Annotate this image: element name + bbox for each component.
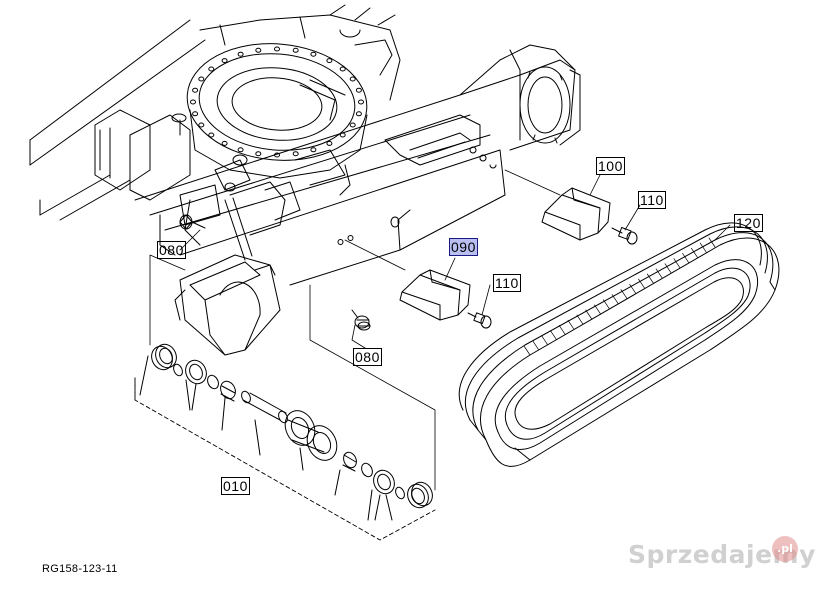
track-lug bbox=[665, 264, 671, 273]
callout-080-upper[interactable]: 080 bbox=[157, 241, 186, 259]
track-lug bbox=[550, 331, 556, 340]
ring-bolt-hole bbox=[256, 152, 261, 156]
track-lugs bbox=[524, 238, 715, 355]
track-lug bbox=[630, 284, 636, 293]
upper-frame bbox=[30, 5, 400, 220]
ring-bolt-hole bbox=[350, 123, 355, 127]
ring-bolt-hole bbox=[356, 112, 361, 116]
track-lug bbox=[639, 279, 645, 288]
part-010-roller-assembly bbox=[140, 341, 436, 520]
ring-bolt-hole bbox=[340, 67, 345, 71]
callout-110-upper[interactable]: 110 bbox=[638, 191, 666, 209]
track-lug bbox=[603, 300, 609, 309]
track-lug bbox=[656, 269, 662, 278]
track-lug bbox=[542, 336, 548, 345]
part-090-shoe bbox=[400, 270, 470, 320]
part-120-rubber-track bbox=[459, 223, 779, 467]
ring-bolt-hole bbox=[193, 88, 198, 92]
ring-bolt-hole bbox=[311, 148, 316, 152]
ring-bolt-hole bbox=[275, 47, 280, 51]
leader-lines bbox=[150, 170, 730, 490]
callout-110-lower[interactable]: 110 bbox=[493, 274, 521, 292]
ring-bolt-hole bbox=[191, 100, 196, 104]
ring-bolt-hole bbox=[356, 88, 361, 92]
ring-bolt-hole bbox=[256, 48, 261, 52]
ring-bolt-hole bbox=[327, 141, 332, 145]
ring-bolt-hole bbox=[311, 52, 316, 56]
figure-code: RG158-123-11 bbox=[42, 563, 118, 575]
slew-ring bbox=[182, 36, 371, 178]
assembly-bracket bbox=[135, 378, 435, 540]
ring-bolt-hole bbox=[193, 112, 198, 116]
track-lug bbox=[533, 341, 539, 350]
track-lug bbox=[612, 295, 618, 304]
roller-shaft bbox=[240, 390, 289, 455]
seal-group-right bbox=[335, 450, 436, 520]
bolt-110-lower bbox=[468, 313, 491, 328]
ring-bolt-hole bbox=[293, 48, 298, 52]
track-lug bbox=[691, 248, 697, 257]
ring-bolt-hole bbox=[222, 141, 227, 145]
callout-100[interactable]: 100 bbox=[596, 157, 625, 175]
ring-bolt-hole bbox=[199, 77, 204, 81]
ring-bolt-hole bbox=[209, 133, 214, 137]
track-lug bbox=[647, 274, 653, 283]
seal-group-left bbox=[140, 341, 238, 430]
ring-bolt-hole bbox=[209, 67, 214, 71]
track-lug bbox=[683, 253, 689, 262]
bolt-080-upper bbox=[180, 215, 205, 229]
ring-bolt-hole bbox=[199, 123, 204, 127]
idler-bracket bbox=[175, 255, 280, 355]
track-lug bbox=[621, 289, 627, 298]
callout-010[interactable]: 010 bbox=[221, 477, 250, 495]
ring-bolt-hole bbox=[238, 148, 243, 152]
bolt-080-lower bbox=[352, 310, 370, 330]
track-lug bbox=[700, 243, 706, 252]
track-frame bbox=[135, 45, 580, 285]
ring-bolt-hole bbox=[293, 152, 298, 156]
track-lug bbox=[586, 310, 592, 319]
roller-wheel bbox=[280, 406, 343, 470]
track-lug bbox=[559, 325, 565, 334]
watermark-badge: .pl bbox=[772, 536, 798, 562]
ring-bolt-hole bbox=[222, 59, 227, 63]
callout-120[interactable]: 120 bbox=[734, 214, 763, 232]
track-lug bbox=[709, 238, 715, 247]
ring-bolt-holes bbox=[191, 47, 364, 157]
track-lug bbox=[524, 346, 530, 355]
track-lug bbox=[568, 320, 574, 329]
callout-080-lower[interactable]: 080 bbox=[353, 348, 382, 366]
ring-bolt-hole bbox=[350, 77, 355, 81]
ring-bolt-hole bbox=[359, 100, 364, 104]
bolt-110-upper bbox=[612, 228, 637, 244]
track-lug bbox=[674, 259, 680, 268]
track-lug bbox=[595, 305, 601, 314]
track-lug bbox=[577, 315, 583, 324]
part-100-shoe bbox=[542, 188, 610, 240]
ring-bolt-hole bbox=[238, 52, 243, 56]
callout-090[interactable]: 090 bbox=[449, 238, 478, 256]
ring-bolt-hole bbox=[327, 59, 332, 63]
